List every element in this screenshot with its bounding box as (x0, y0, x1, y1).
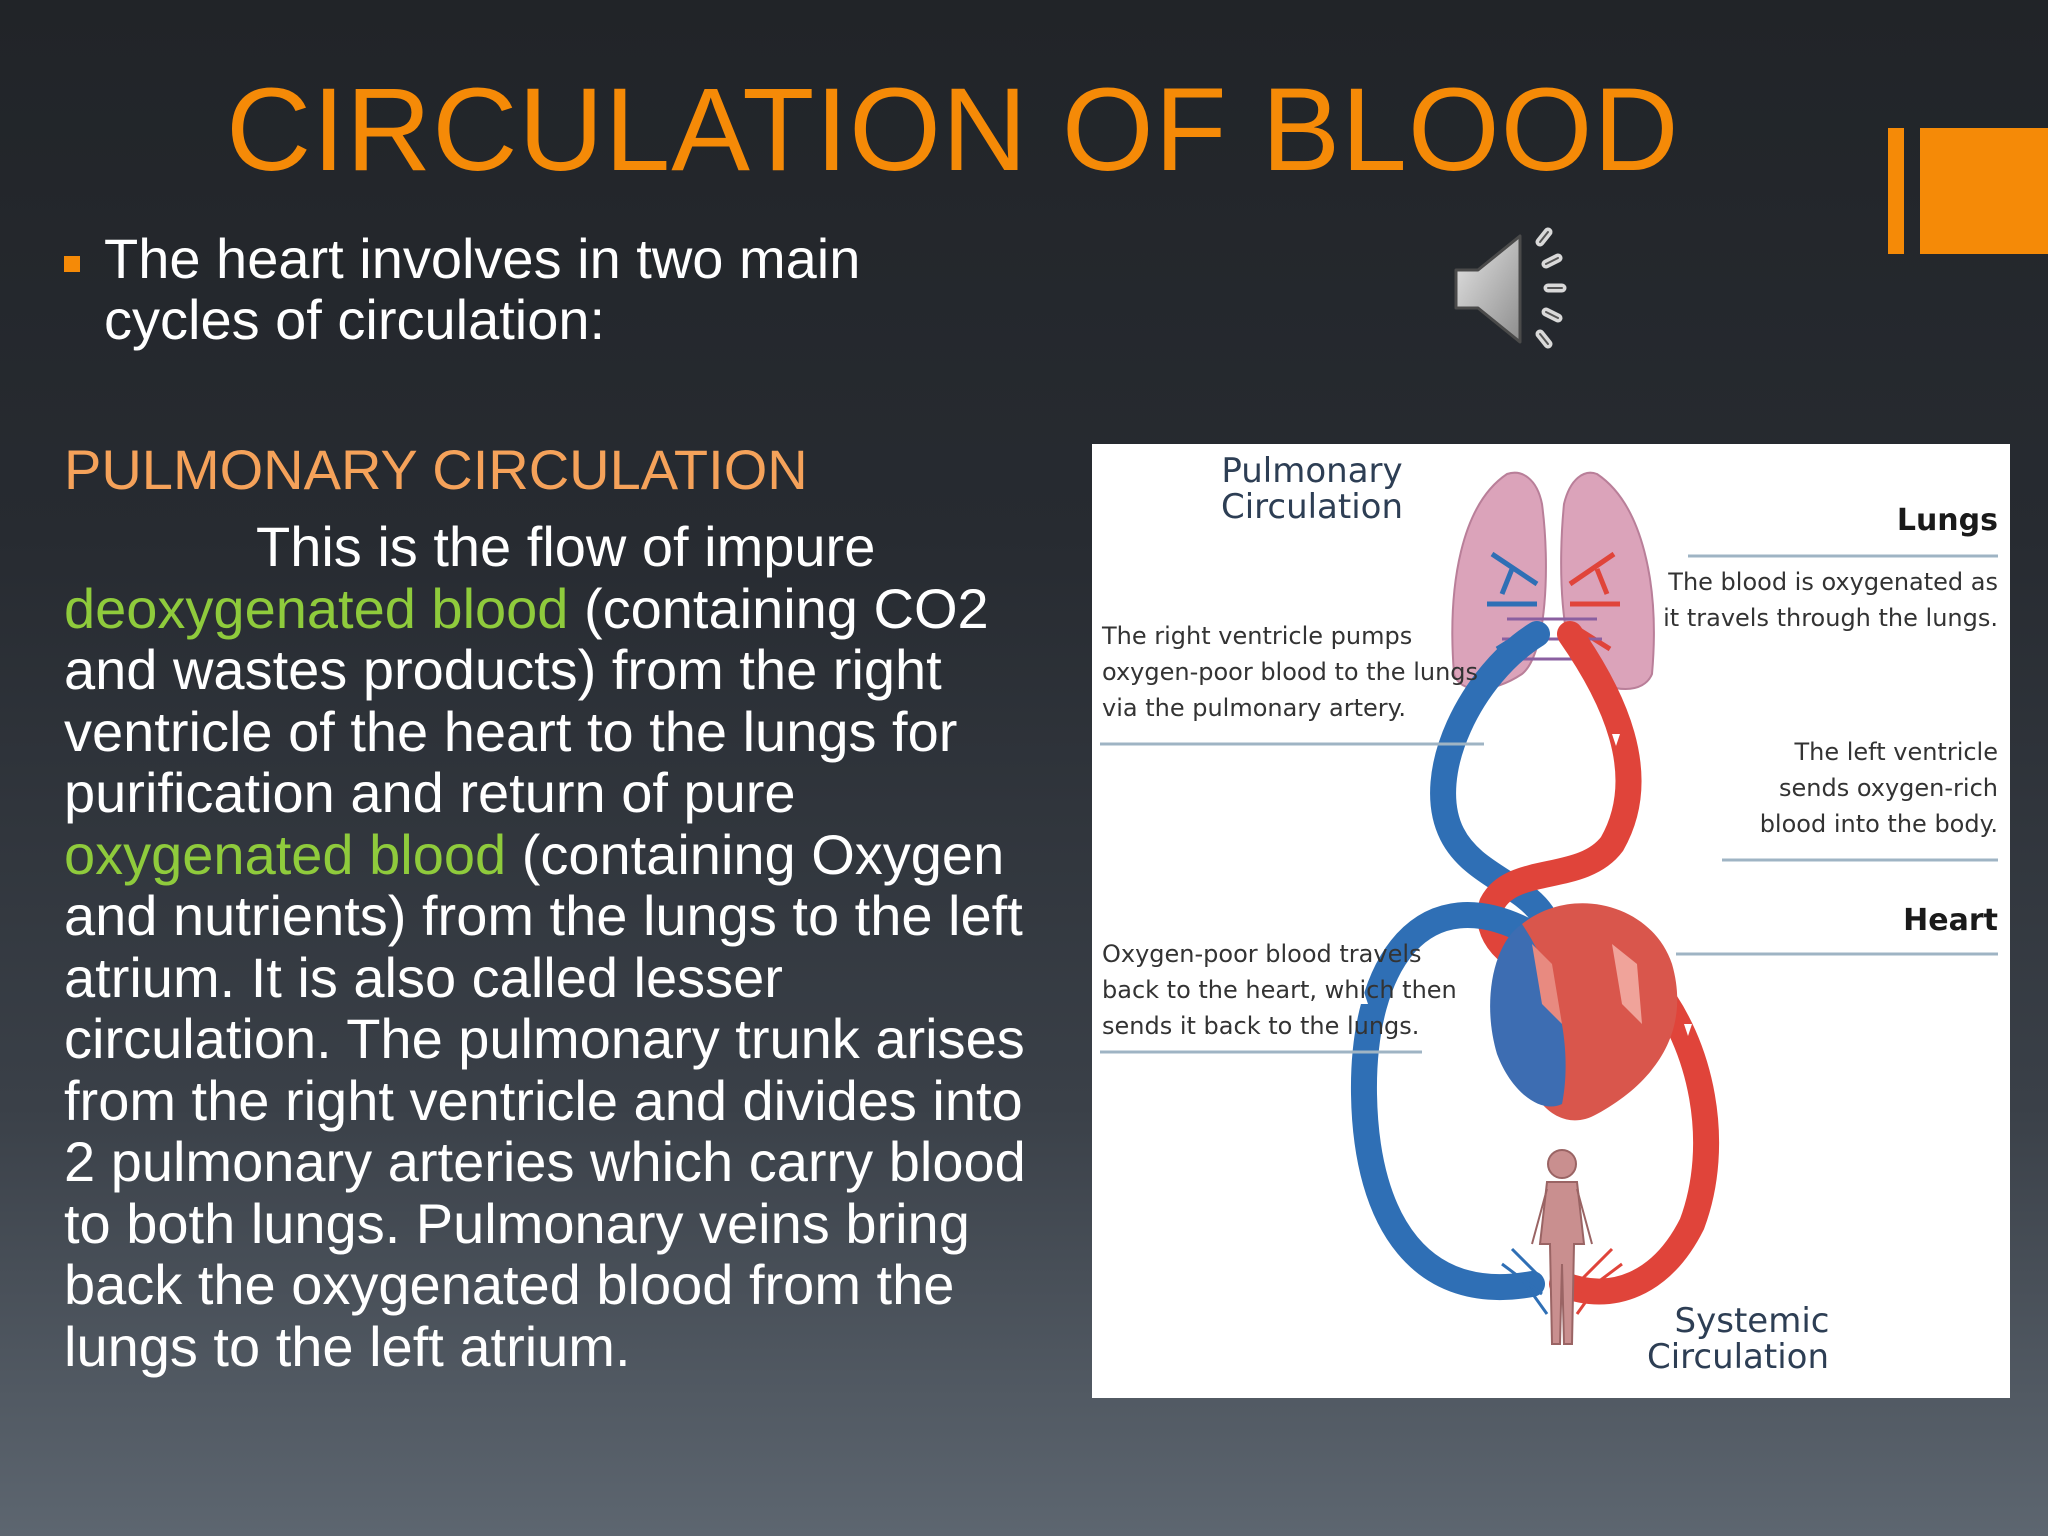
accent-bar-thin (1888, 128, 1904, 254)
leader-lines (1100, 554, 1998, 1054)
lv-desc-1: The left ventricle (1793, 738, 1998, 766)
body-part-2: (containing CO2 and wastes products) fro… (64, 576, 989, 824)
lv-desc-3: blood into the body. (1760, 810, 1998, 838)
pulmonary-label-2: Circulation (1221, 487, 1403, 527)
heart-label: Heart (1903, 903, 1998, 938)
accent-bar-wide (1920, 128, 2048, 254)
pulmonary-vessels (1430, 621, 1642, 977)
pulmonary-label-1: Pulmonary (1221, 451, 1402, 491)
body-part-3: (containing Oxygen and nutrients) from t… (64, 822, 1026, 1378)
body-paragraph: This is the flow of impure deoxygenated … (64, 516, 1064, 1377)
systemic-label-2: Circulation (1647, 1337, 1829, 1377)
rv-desc-2: oxygen-poor blood to the lungs (1102, 658, 1478, 686)
heart-illustration (1490, 903, 1678, 1121)
lv-desc-2: sends oxygen-rich (1779, 774, 1998, 802)
term-oxygenated: oxygenated blood (64, 822, 507, 886)
lungs-desc-1: The blood is oxygenated as (1667, 568, 1998, 596)
lungs-desc-2: it travels through the lungs. (1663, 604, 1998, 632)
body-figure (1531, 1149, 1593, 1345)
body-intro: This is the flow of impure (256, 515, 876, 578)
circulation-diagram: Pulmonary Circulation Lungs The blood is… (1092, 444, 2010, 1398)
systemic-vessels (1350, 734, 1720, 1305)
bullet-line-1: The heart involves in two main (104, 227, 861, 290)
capillary-net (1501, 1247, 1549, 1315)
return-desc-2: back to the heart, which then (1102, 976, 1457, 1004)
rv-desc-3: via the pulmonary artery. (1102, 694, 1406, 722)
bullet-text: The heart involves in two main cycles of… (104, 228, 860, 350)
term-deoxygenated: deoxygenated blood (64, 576, 569, 640)
lungs-label: Lungs (1897, 503, 1998, 538)
return-desc-3: sends it back to the lungs. (1102, 1012, 1419, 1040)
slide-title: CIRCULATION OF BLOOD (226, 64, 1680, 196)
bullet-marker (64, 256, 80, 272)
systemic-label-1: Systemic (1675, 1301, 1830, 1341)
rv-desc-1: The right ventricle pumps (1101, 622, 1412, 650)
bullet-item: The heart involves in two main cycles of… (64, 228, 964, 350)
section-heading: PULMONARY CIRCULATION (64, 438, 808, 501)
speaker-icon[interactable] (1448, 224, 1588, 354)
bullet-line-2: cycles of circulation: (104, 288, 606, 351)
return-desc-1: Oxygen-poor blood travels (1102, 940, 1422, 968)
lungs-illustration (1451, 471, 1655, 690)
